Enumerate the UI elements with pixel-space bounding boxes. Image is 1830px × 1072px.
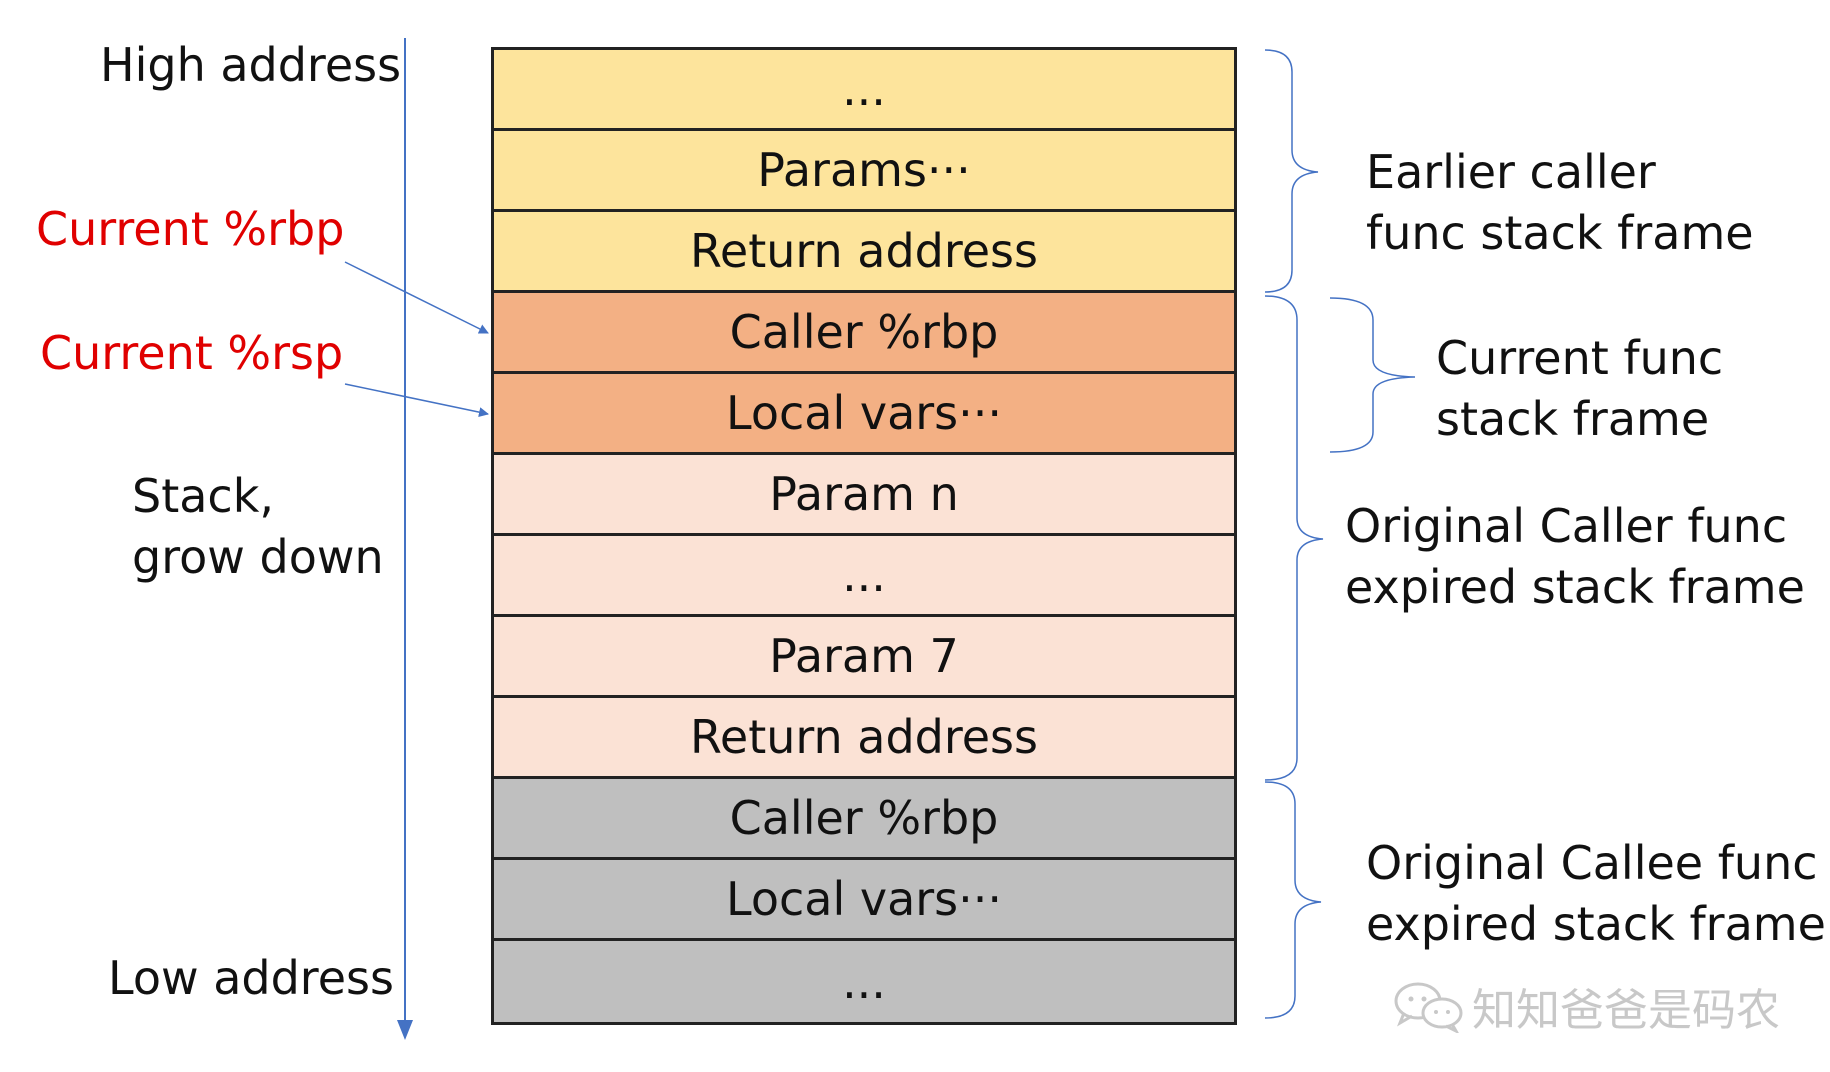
chat-bubbles-icon — [1394, 982, 1463, 1033]
original-callee-line2: expired stack frame — [1366, 897, 1826, 951]
earlier-caller-line1: Earlier caller — [1366, 145, 1656, 199]
stack-direction-line2: grow down — [132, 530, 384, 584]
current-func-brace — [1329, 297, 1416, 453]
stack-cell-return-address-1: Return address — [494, 212, 1234, 293]
current-rsp-label: Current %rsp — [40, 326, 344, 380]
original-callee-brace — [1264, 781, 1322, 1019]
rbp-pointer-arrow — [344, 261, 489, 334]
stack-cell-param-7: Param 7 — [494, 617, 1234, 698]
current-rbp-label: Current %rbp — [36, 202, 345, 256]
watermark-text: 知知爸爸是码农 — [1472, 985, 1780, 1036]
stack-cell-return-address-2: Return address — [494, 698, 1234, 779]
current-func-line1: Current func — [1436, 331, 1724, 385]
high-address-label: High address — [100, 38, 402, 92]
stack-direction-line1: Stack, — [132, 469, 274, 523]
original-caller-frame-label: Original Caller func expired stack frame — [1345, 496, 1805, 618]
low-address-label: Low address — [108, 951, 394, 1005]
original-callee-frame-label: Original Callee func expired stack frame — [1366, 833, 1826, 955]
watermark: 知知爸爸是码农 — [1392, 974, 1780, 1038]
grow-direction-arrowhead — [397, 1020, 413, 1040]
stack-cell-caller-rbp-1: Caller %rbp — [494, 293, 1234, 374]
stack-cell-local-vars-2: Local vars··· — [494, 860, 1234, 941]
stack-cell-params: Params··· — [494, 131, 1234, 212]
stack-cell-caller-rbp-2: Caller %rbp — [494, 779, 1234, 860]
current-func-line2: stack frame — [1436, 392, 1710, 446]
rsp-pointer-arrow — [344, 383, 489, 418]
stack-cell-param-n: Param n — [494, 455, 1234, 536]
stack-direction-label: Stack, grow down — [132, 466, 384, 588]
stack-cell-bottom-ellipsis: ... — [494, 941, 1234, 1022]
earlier-caller-frame-label: Earlier caller func stack frame — [1366, 142, 1754, 264]
earlier-caller-line2: func stack frame — [1366, 206, 1754, 260]
stack-cell-earlier-ellipsis: ... — [494, 50, 1234, 131]
current-func-frame-label: Current func stack frame — [1436, 328, 1723, 450]
earlier-caller-brace — [1264, 49, 1319, 293]
stack-cell-param-ellipsis: ... — [494, 536, 1234, 617]
stack-memory-table: ... Params··· Return address Caller %rbp… — [491, 47, 1237, 1025]
original-caller-line2: expired stack frame — [1345, 560, 1805, 614]
original-caller-brace — [1264, 295, 1324, 781]
original-callee-line1: Original Callee func — [1366, 836, 1818, 890]
original-caller-line1: Original Caller func — [1345, 499, 1788, 553]
stack-cell-local-vars-1: Local vars··· — [494, 374, 1234, 455]
